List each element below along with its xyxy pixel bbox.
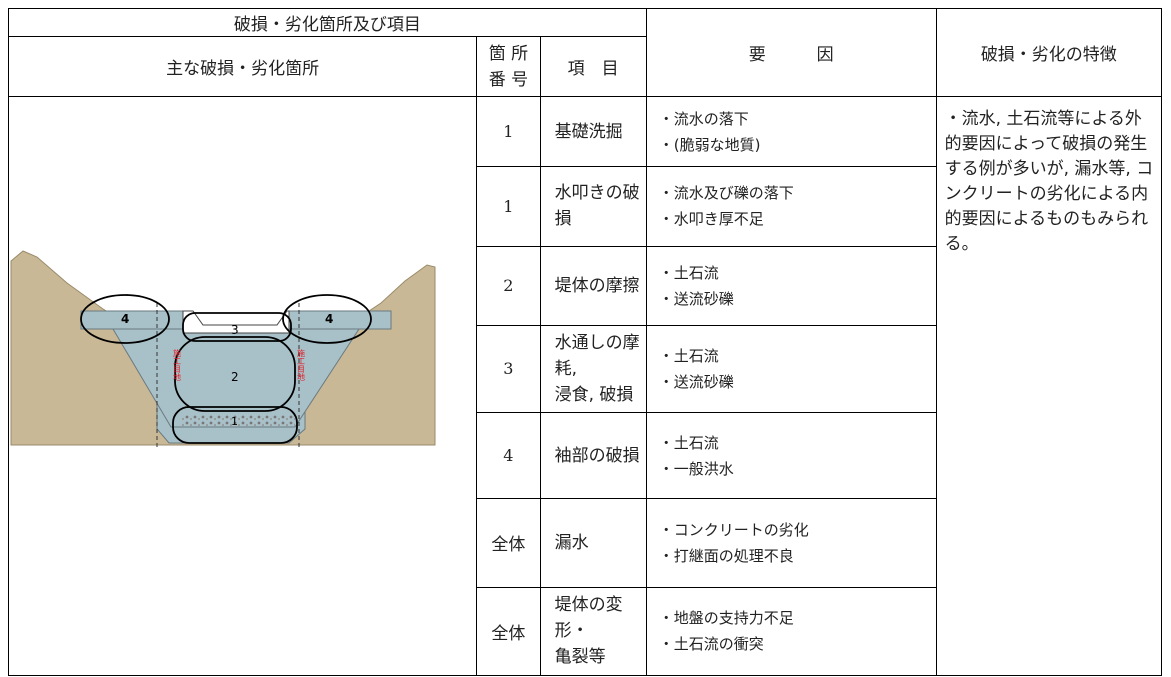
row-cause: ・コンクリートの劣化 ・打継面の処理不良 <box>645 498 937 588</box>
cause-line: ・土石流 <box>658 346 719 365</box>
row-item-line: 浸食, 破損 <box>554 384 634 405</box>
table-row: 3 水通しの摩耗, 浸食, 破損 ・土石流 ・送流砂礫 <box>9 324 1162 413</box>
cause-line: ・一般洪水 <box>658 459 734 478</box>
joint-label-left: 施工目地 <box>173 348 182 381</box>
row-item-line: 基礎洗掘 <box>554 121 623 142</box>
region-4-right <box>282 294 372 344</box>
header-location: 主な破損・劣化箇所 <box>7 36 478 97</box>
header-item: 項 目 <box>539 36 647 97</box>
region-3 <box>182 312 292 342</box>
row-item-line: 袖部の破損 <box>554 445 640 466</box>
apron-gravel <box>181 415 295 427</box>
damage-table: 破損・劣化箇所及び項目 要 因 破損・劣化の特徴 主な破損・劣化箇所 箇 所 番… <box>7 8 1163 677</box>
row-number: 1 <box>476 166 541 247</box>
row-number: 4 <box>476 411 541 500</box>
row-cause: ・地盤の支持力不足 ・土石流の衝突 <box>645 586 937 677</box>
row-number: 3 <box>476 324 541 413</box>
cause-line: ・(脆弱な地質) <box>658 135 761 154</box>
cause-line: ・流水の落下 <box>658 109 749 128</box>
label-1: 1 <box>231 415 238 428</box>
row-number: 全体 <box>476 586 541 677</box>
row-item-line: 亀裂等 <box>554 647 606 668</box>
row-item: 漏水 <box>539 498 647 588</box>
region-1 <box>172 406 298 444</box>
row-item-line: 水叩きの破損 <box>554 183 640 230</box>
label-4-right: 4 <box>325 312 333 326</box>
row-cause: ・土石流 ・送流砂礫 <box>645 245 937 326</box>
table-row: 1 水叩きの破損 ・流水及び礫の落下 ・水叩き厚不足 <box>9 166 1162 247</box>
cause-line: ・土石流 <box>658 433 719 452</box>
label-4-left: 4 <box>121 312 129 326</box>
header-number: 箇 所 番 号 <box>476 36 541 97</box>
row-item-line: 水通しの摩耗, <box>554 332 640 379</box>
right-wing <box>288 310 392 330</box>
cause-line: ・送流砂礫 <box>658 289 734 308</box>
row-number: 2 <box>476 245 541 326</box>
row-item-line: 堤体の摩擦 <box>554 275 640 296</box>
spillway-notch <box>182 310 290 334</box>
cause-line: ・土石流の衝突 <box>658 635 764 654</box>
joint-label-right: 施工目地 <box>297 348 306 381</box>
row-item: 水叩きの破損 <box>539 166 647 247</box>
row-cause: ・流水の落下 ・(脆弱な地質) <box>645 95 937 168</box>
row-item-line: 堤体の変形・ <box>554 595 623 642</box>
table-row: 4 4 3 2 1 施工目地 施工目地 1 基礎洗掘 ・流水の落下 ・(脆弱な地… <box>7 95 1163 676</box>
header-group-title: 破損・劣化箇所及び項目 <box>8 8 647 37</box>
table-row: 4 袖部の破損 ・土石流 ・一般洪水 <box>9 411 1162 500</box>
cause-line: ・コンクリートの劣化 <box>658 520 809 539</box>
cause-line: ・水叩き厚不足 <box>658 210 764 229</box>
region-4-left <box>80 294 170 344</box>
label-3: 3 <box>231 323 239 337</box>
table-row: 全体 堤体の変形・ 亀裂等 ・地盤の支持力不足 ・土石流の衝突 <box>9 586 1162 677</box>
header-cause: 要 因 <box>645 8 937 97</box>
row-item-line: 漏水 <box>554 532 589 553</box>
cause-line: ・流水及び礫の落下 <box>658 184 794 203</box>
header-number-line1: 箇 所 <box>488 43 529 64</box>
row-cause: ・土石流 ・一般洪水 <box>645 411 937 500</box>
cause-line: ・打継面の処理不良 <box>658 546 794 565</box>
feature-cell: ・流水, 土石流等による外的要因によって破損の発生する例が多いが, 漏水等, コ… <box>935 96 1163 676</box>
table-row: 全体 漏水 ・コンクリートの劣化 ・打継面の処理不良 <box>9 498 1162 588</box>
row-item: 水通しの摩耗, 浸食, 破損 <box>539 324 647 413</box>
header-feature: 破損・劣化の特徴 <box>935 8 1163 97</box>
row-cause: ・流水及び礫の落下 ・水叩き厚不足 <box>645 166 937 247</box>
row-number: 1 <box>476 95 541 168</box>
dam-damage-diagram: 4 4 3 2 1 施工目地 施工目地 <box>10 250 436 447</box>
cause-line: ・土石流 <box>658 263 719 282</box>
header-number-line2: 番 号 <box>488 69 529 90</box>
row-cause: ・土石流 ・送流砂礫 <box>645 324 937 413</box>
cause-line: ・送流砂礫 <box>658 372 734 391</box>
row-item: 堤体の変形・ 亀裂等 <box>539 586 647 677</box>
cause-line: ・地盤の支持力不足 <box>658 609 794 628</box>
table-row: 2 堤体の摩擦 ・土石流 ・送流砂礫 <box>9 245 1162 326</box>
label-2: 2 <box>231 370 239 384</box>
region-2 <box>174 336 296 412</box>
row-item: 袖部の破損 <box>539 411 647 500</box>
row-item: 堤体の摩擦 <box>539 245 647 326</box>
dam-figure-cell: 4 4 3 2 1 施工目地 施工目地 <box>7 96 478 676</box>
row-number: 全体 <box>476 498 541 588</box>
row-item: 基礎洗掘 <box>539 95 647 168</box>
